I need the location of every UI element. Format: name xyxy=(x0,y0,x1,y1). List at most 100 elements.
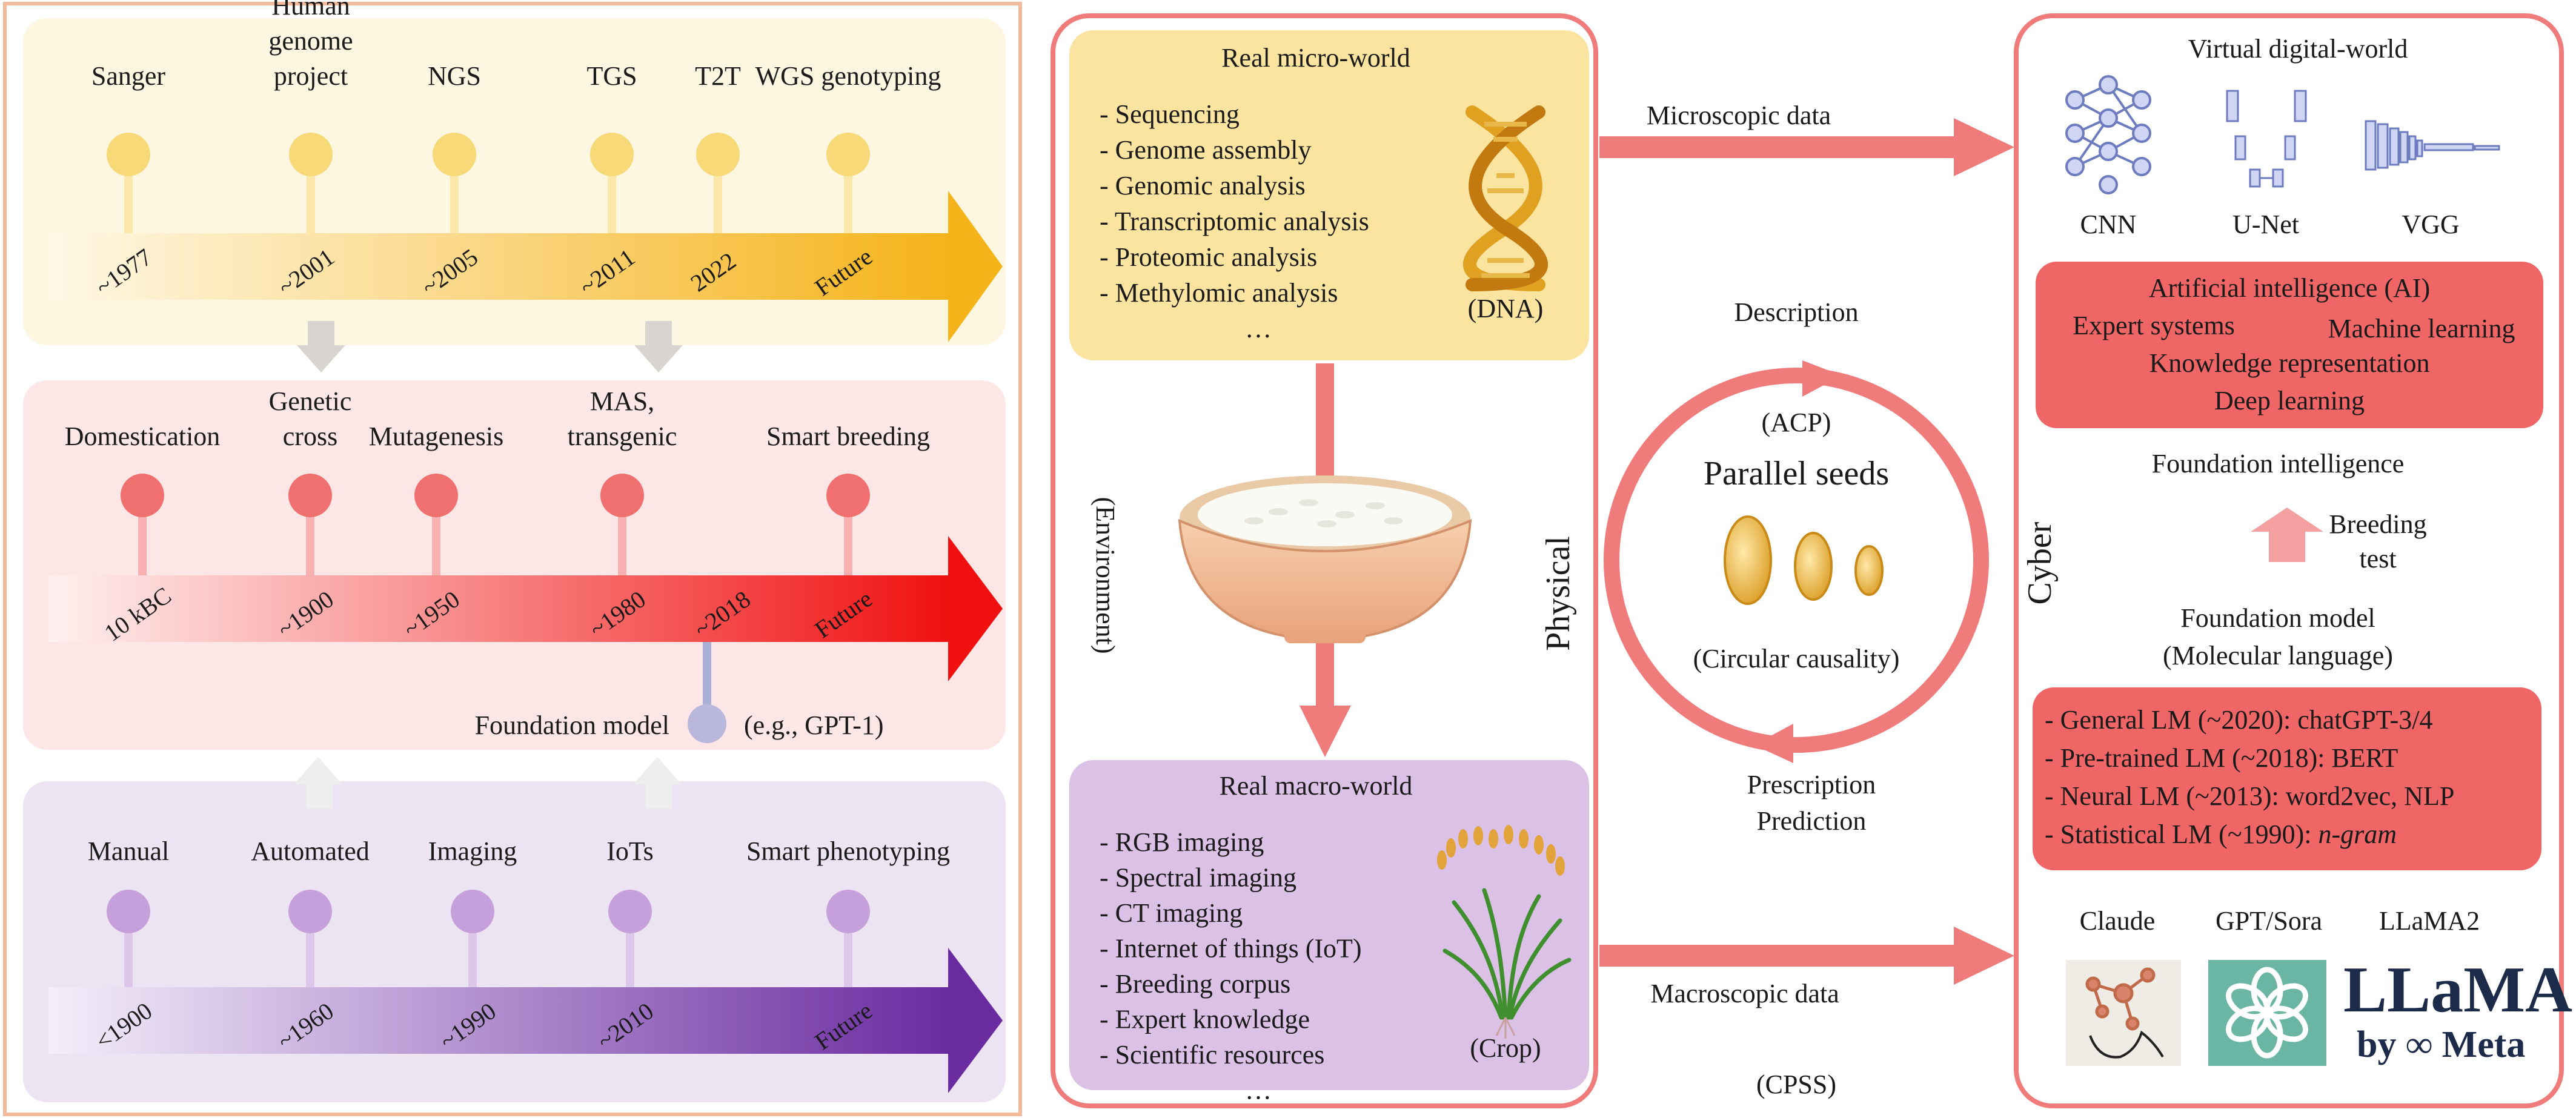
dna-caption: (DNA) xyxy=(1468,294,1544,323)
virtual-world-title: Virtual digital-world xyxy=(2188,34,2408,64)
genomics-event-label: project xyxy=(274,61,348,91)
genomics-event-dot xyxy=(696,133,740,176)
language-model-item: - Statistical LM (~1990): n-gram xyxy=(2045,819,2397,849)
breeding-event-label: Domestication xyxy=(65,422,221,451)
microscopic-data-label: Microscopic data xyxy=(1647,101,1831,130)
seed-icons xyxy=(1724,515,1884,605)
genomics-event-dot xyxy=(826,133,870,176)
macro-world-item: - Expert knowledge xyxy=(1100,1005,1310,1034)
macroscopic-data-arrow xyxy=(1599,927,2014,985)
unet-label: U-Net xyxy=(2232,210,2299,239)
macro-world-item: - Internet of things (IoT) xyxy=(1100,934,1362,964)
breeding-event-dot xyxy=(826,474,870,517)
breeding-test-line2: test xyxy=(2359,544,2396,574)
left-panel-frame xyxy=(3,2,1022,1116)
macro-world-title: Real macro-world xyxy=(1220,771,1413,801)
prescription-label: Prescription xyxy=(1747,770,1876,799)
genomics-event-label: NGS xyxy=(428,61,481,91)
phenotyping-event-dot xyxy=(288,890,332,933)
phenotyping-event-dot xyxy=(451,890,494,933)
svg-text:by ∞ Meta: by ∞ Meta xyxy=(2357,1024,2525,1065)
macro-world-item: - CT imaging xyxy=(1100,898,1243,928)
breeding-event-dot xyxy=(600,474,644,517)
breeding-event-label: Genetic xyxy=(269,386,352,416)
foundation-model-label: Foundation model xyxy=(475,710,669,740)
micro-world-item: - Sequencing xyxy=(1100,99,1240,129)
ai-title: Artificial intelligence (AI) xyxy=(2149,273,2430,303)
llama2-label: LLaMA2 xyxy=(2379,906,2480,936)
language-model-box xyxy=(2033,687,2541,870)
rice-plant-icon xyxy=(1437,825,1572,1039)
genomics-event-label: TGS xyxy=(586,61,637,91)
description-label: Description xyxy=(1734,297,1858,327)
genomics-event-label: genome xyxy=(268,26,353,56)
micro-world-title: Real micro-world xyxy=(1221,43,1410,73)
rice-bowl-icon xyxy=(1178,475,1472,643)
phenotyping-event-label: Manual xyxy=(88,836,169,866)
foundation-model-title: Foundation model xyxy=(2180,603,2375,633)
llama-meta-logo-icon: LLaMA by ∞ Meta xyxy=(2343,954,2572,1065)
phenotyping-to-breeding-arrow-left xyxy=(294,757,342,809)
language-model-list: - General LM (~2020): chatGPT-3/4 - Pre-t… xyxy=(2045,705,2454,849)
breeding-event-dot xyxy=(288,474,332,517)
phenotyping-to-breeding-arrow-right xyxy=(633,757,682,809)
acp-label: (ACP) xyxy=(1762,408,1831,437)
foundation-model-marker: Foundation model (e.g., GPT-1) xyxy=(475,642,884,743)
prediction-label: Prediction xyxy=(1757,806,1867,836)
language-model-item: - Pre-trained LM (~2018): BERT xyxy=(2045,743,2398,773)
micro-world-item: - Genomic analysis xyxy=(1100,171,1306,200)
macro-world-list: - RGB imaging - Spectral imaging - CT imag… xyxy=(1100,827,1362,1105)
cnn-label: CNN xyxy=(2080,210,2137,239)
vgg-label: VGG xyxy=(2402,210,2459,239)
circular-causality-label: (Circular causality) xyxy=(1693,644,1900,673)
micro-world-item: - Genome assembly xyxy=(1100,135,1311,165)
breeding-test-arrow xyxy=(2251,508,2323,562)
breeding-event-label: Mutagenesis xyxy=(369,422,503,451)
foundation-intelligence-label: Foundation intelligence xyxy=(2152,449,2405,478)
microscopic-data-arrow xyxy=(1599,118,2014,176)
openai-logo-icon xyxy=(2208,960,2326,1066)
genomics-timeline-arrow xyxy=(48,191,1003,342)
cyber-frame xyxy=(2014,13,2564,1108)
breeding-timeline-arrow xyxy=(48,536,1003,681)
breeding-event-dot xyxy=(414,474,458,517)
breeding-event-label: Smart breeding xyxy=(766,422,930,451)
genomics-event-dot xyxy=(590,133,634,176)
micro-world-item: - Proteomic analysis xyxy=(1100,242,1317,272)
breeding-event-dot xyxy=(121,474,164,517)
language-model-item: - General LM (~2020): chatGPT-3/4 xyxy=(2045,705,2432,735)
claude-logo-icon xyxy=(2066,960,2181,1066)
language-model-item: - Neural LM (~2013): word2vec, NLP xyxy=(2045,781,2454,811)
breeding-event-label: cross xyxy=(283,422,337,451)
genomics-event-label: Sanger xyxy=(91,61,166,91)
vgg-icon xyxy=(2365,120,2500,171)
svg-text:LLaMA: LLaMA xyxy=(2343,954,2572,1026)
phenotyping-event-label: IoTs xyxy=(606,836,654,866)
knowledge-representation-label: Knowledge representation xyxy=(2149,348,2429,378)
phenotyping-event-label: Automated xyxy=(251,836,370,866)
phenotyping-event-dot xyxy=(608,890,652,933)
environment-label: (Environment) xyxy=(1090,497,1120,653)
breeding-event-label: transgenic xyxy=(568,422,677,451)
genomics-to-breeding-arrow-right xyxy=(634,321,683,372)
dna-helix-icon xyxy=(1463,105,1548,291)
phenotyping-event-dot xyxy=(107,890,150,933)
bowl-to-macro-arrow xyxy=(1300,636,1351,757)
claude-label: Claude xyxy=(2080,906,2156,936)
machine-learning-label: Machine learning xyxy=(2328,314,2515,343)
cnn-network-icon xyxy=(2065,75,2151,194)
phenotyping-event-label: Imaging xyxy=(428,836,517,866)
genomics-event-dot xyxy=(433,133,476,176)
genomics-timeline-events: Sanger~1977Humangenomeproject~2001NGS~20… xyxy=(91,0,941,301)
micro-world-box xyxy=(1069,30,1589,360)
foundation-model-note: (e.g., GPT-1) xyxy=(744,710,884,740)
genomics-event-dot xyxy=(289,133,333,176)
phenotyping-timeline-panel xyxy=(23,781,1006,1102)
molecular-language-label: (Molecular language) xyxy=(2163,641,2393,670)
physical-side-label: Physical xyxy=(1539,536,1577,651)
macro-world-item: - Spectral imaging xyxy=(1100,863,1296,893)
genomics-event-label: T2T xyxy=(695,61,741,91)
micro-world-item: - Methylomic analysis xyxy=(1100,278,1338,308)
cpss-label: (CPSS) xyxy=(1756,1070,1836,1099)
macro-world-item: - RGB imaging xyxy=(1100,827,1264,857)
